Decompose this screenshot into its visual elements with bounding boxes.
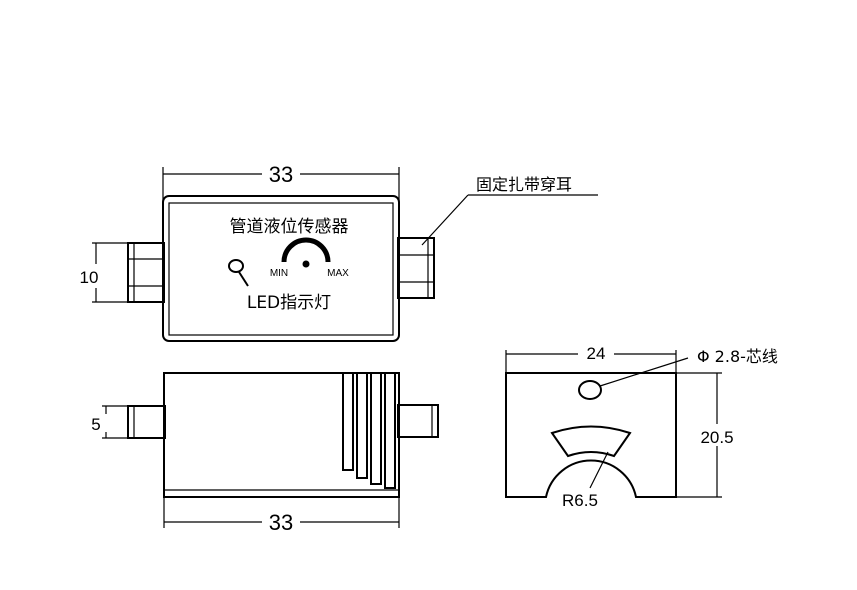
right-mounting-tab — [397, 237, 435, 299]
wire-hole-label: Φ 2.8-芯线 — [697, 347, 778, 366]
left-mounting-tab — [127, 242, 165, 303]
tab-height-dimension: 5 — [91, 405, 128, 439]
end-width-label: 24 — [587, 344, 606, 363]
cable-tie-ear-label: 固定扎带穿耳 — [476, 175, 572, 194]
side-ribs — [342, 373, 396, 489]
top-width-dimension: 33 — [162, 162, 400, 200]
knob-max-label: MAX — [327, 268, 349, 279]
cable-tie-ear-leader: 固定扎带穿耳 — [421, 175, 598, 246]
end-housing — [505, 372, 677, 498]
tab-height-label: 5 — [91, 415, 100, 434]
end-view: 24 20.5 Φ 2.8-芯线 R6.5 — [505, 344, 778, 510]
radius-leader: R6.5 — [562, 451, 609, 510]
sensor-housing — [162, 195, 400, 342]
height-label: 10 — [80, 268, 99, 287]
end-width-dimension: 24 — [505, 344, 677, 373]
knob-min-label: MIN — [270, 268, 288, 279]
end-height-label: 20.5 — [700, 428, 733, 447]
sensitivity-knob-icon — [281, 237, 331, 268]
side-housing — [163, 372, 400, 498]
led-indicator-label: LED指示灯 — [247, 293, 331, 313]
pipe-contact-shape — [550, 425, 632, 458]
sensor-title: 管道液位传感器 — [230, 217, 349, 237]
height-dimension: 10 — [80, 242, 128, 303]
bottom-width-dimension: 33 — [163, 497, 400, 535]
bottom-width-label: 33 — [269, 510, 293, 535]
side-view: 5 33 — [91, 372, 439, 535]
sensor-panel — [168, 202, 394, 336]
wire-hole-icon — [578, 380, 602, 400]
wire-hole-leader: Φ 2.8-芯线 — [599, 347, 778, 387]
led-indicator-icon — [228, 259, 249, 287]
radius-label: R6.5 — [562, 491, 598, 510]
end-height-dimension: 20.5 — [676, 372, 734, 498]
top-width-label: 33 — [269, 162, 293, 187]
top-view: 33 10 管道液位传感器 — [80, 162, 598, 342]
